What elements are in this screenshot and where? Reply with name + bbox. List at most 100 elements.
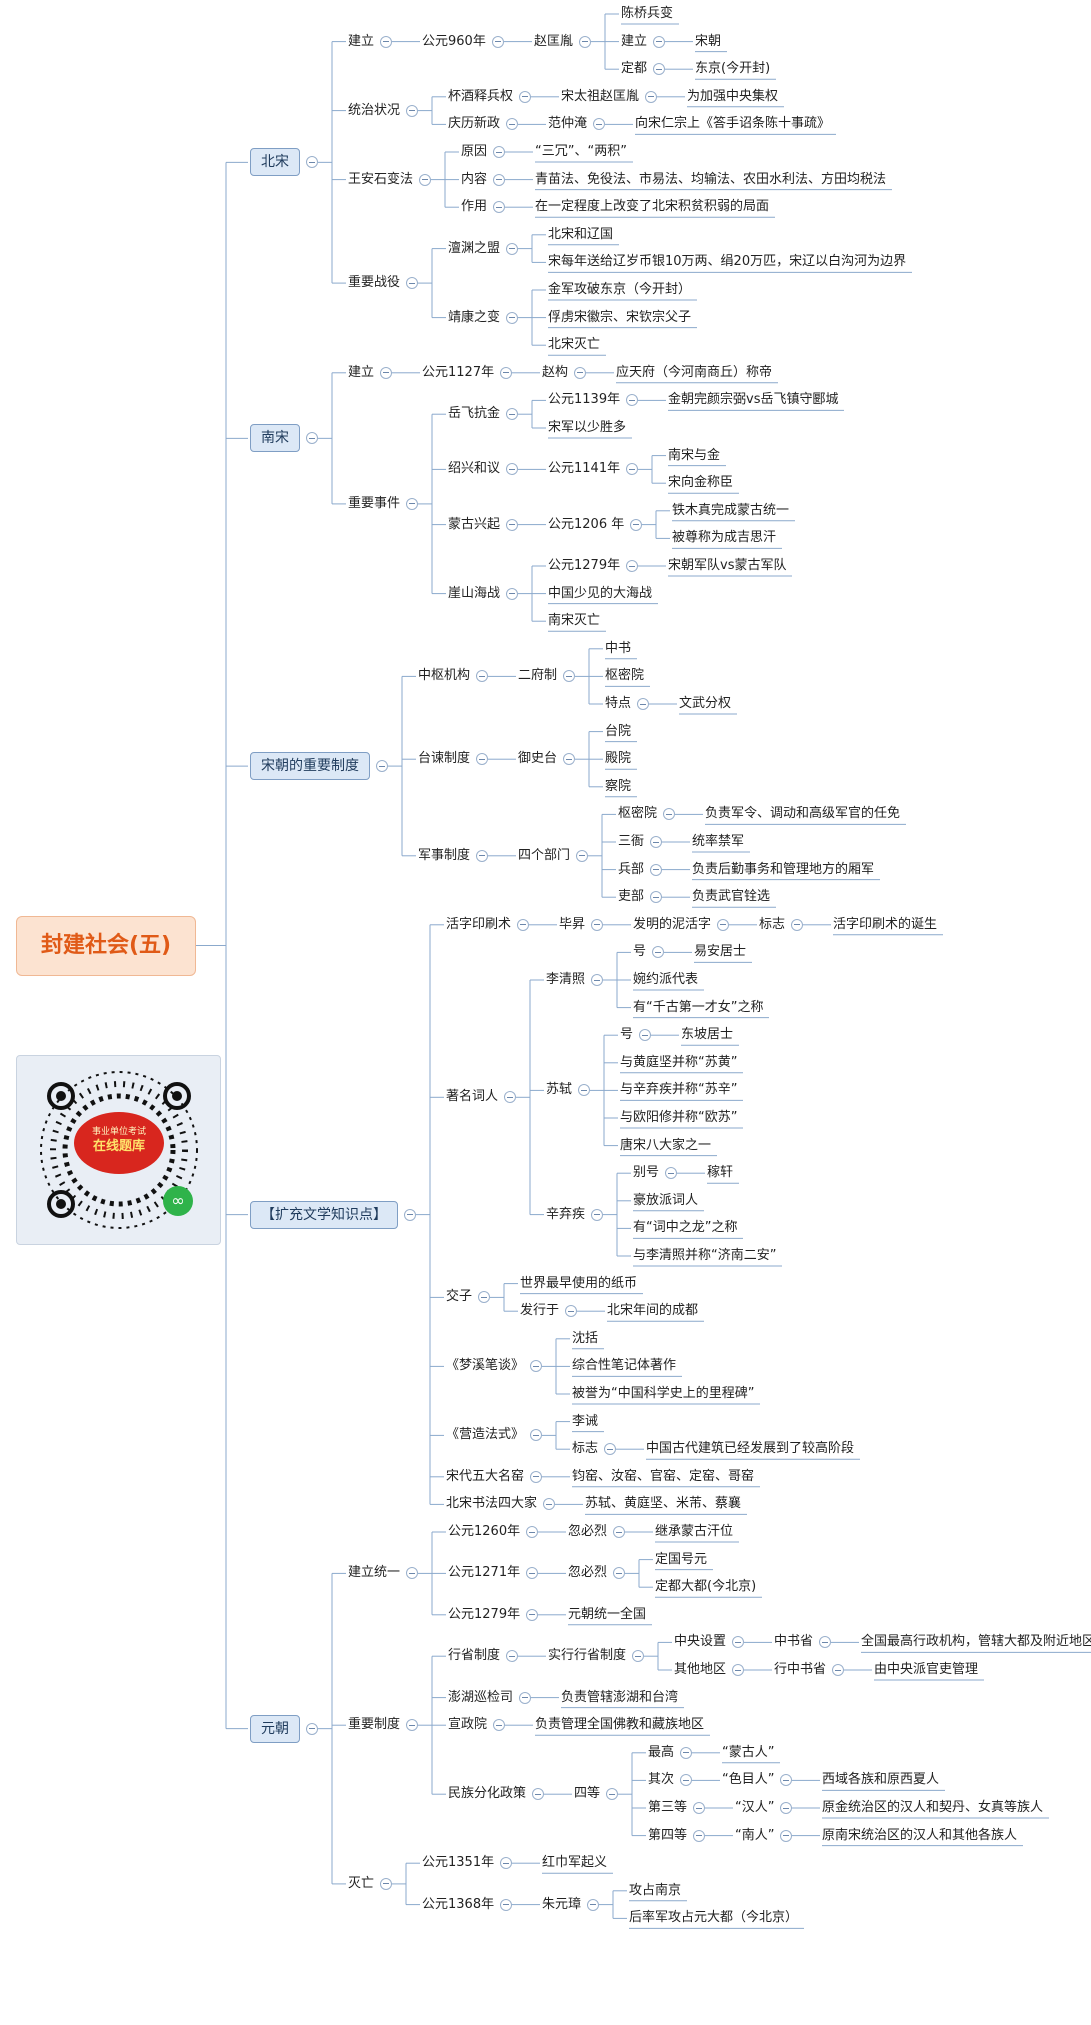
topic-node[interactable]: 澎湖巡检司	[448, 1689, 514, 1705]
topic-node[interactable]: 红巾军起义	[542, 1855, 608, 1871]
topic-node[interactable]: 实行行省制度	[548, 1648, 627, 1664]
collapse-toggle[interactable]	[530, 1429, 542, 1442]
topic-node[interactable]: 建立	[348, 33, 375, 49]
topic-node[interactable]: 宋向金称臣	[668, 475, 734, 491]
collapse-toggle[interactable]	[653, 35, 665, 48]
topic-node[interactable]: 统治状况	[348, 102, 401, 118]
topic-node[interactable]: 建立统一	[348, 1565, 401, 1581]
topic-node[interactable]: 定国号元	[655, 1551, 708, 1567]
collapse-toggle[interactable]	[506, 587, 518, 600]
collapse-toggle[interactable]	[639, 1029, 651, 1042]
collapse-toggle[interactable]	[406, 497, 418, 510]
topic-node[interactable]: 李诫	[572, 1413, 599, 1429]
topic-node[interactable]: 唐宋八大家之一	[620, 1137, 712, 1153]
topic-node[interactable]: 被誉为“中国科学史上的里程碑”	[572, 1386, 755, 1401]
topic-node[interactable]: 北宋和辽国	[548, 226, 614, 242]
collapse-toggle[interactable]	[637, 698, 649, 710]
topic-node[interactable]: 第三等	[648, 1800, 688, 1815]
topic-node[interactable]: 四个部门	[518, 847, 571, 863]
topic-node[interactable]: 东坡居士	[681, 1027, 734, 1043]
topic-node[interactable]: 枢密院	[618, 806, 658, 822]
topic-node[interactable]: 中国古代建筑已经发展到了较高阶段	[646, 1441, 855, 1457]
collapse-toggle[interactable]	[717, 918, 729, 931]
topic-node[interactable]: 辛弃疾	[546, 1206, 586, 1222]
collapse-toggle[interactable]	[563, 753, 575, 766]
collapse-toggle[interactable]	[506, 311, 518, 324]
topic-node[interactable]: 定都大都(今北京)	[655, 1579, 757, 1595]
collapse-toggle[interactable]	[500, 1898, 512, 1911]
collapse-toggle[interactable]	[493, 201, 505, 214]
collapse-toggle[interactable]	[780, 1774, 792, 1787]
topic-node[interactable]: 公元1271年	[448, 1565, 521, 1581]
collapse-toggle[interactable]	[630, 518, 642, 531]
section-topic[interactable]: 宋朝的重要制度	[250, 752, 370, 781]
topic-node[interactable]: 交子	[446, 1289, 473, 1305]
collapse-toggle[interactable]	[579, 35, 591, 48]
topic-node[interactable]: 重要战役	[348, 275, 401, 291]
topic-node[interactable]: 宋朝	[695, 33, 722, 49]
collapse-toggle[interactable]	[493, 1719, 505, 1732]
topic-node[interactable]: 赵构	[542, 364, 569, 380]
topic-node[interactable]: 苏轼、黄庭坚、米芾、蔡襄	[585, 1496, 742, 1512]
collapse-toggle[interactable]	[478, 1291, 490, 1304]
topic-node[interactable]: “色目人”	[722, 1772, 775, 1788]
collapse-toggle[interactable]	[500, 1857, 512, 1870]
collapse-toggle[interactable]	[519, 1691, 531, 1704]
topic-node[interactable]: 朱元璋	[542, 1896, 582, 1912]
topic-node[interactable]: 靖康之变	[448, 309, 501, 325]
topic-node[interactable]: 三衙	[618, 834, 645, 849]
topic-node[interactable]: 吏部	[618, 889, 645, 905]
topic-node[interactable]: 原南宋统治区的汉人和其他各族人	[822, 1827, 1018, 1843]
topic-node[interactable]: 灭亡	[348, 1875, 375, 1891]
collapse-toggle[interactable]	[591, 918, 603, 931]
topic-node[interactable]: 金朝完颜宗弼vs岳飞镇守郾城	[668, 392, 839, 408]
collapse-toggle[interactable]	[492, 35, 504, 48]
collapse-toggle[interactable]	[565, 1305, 577, 1318]
collapse-toggle[interactable]	[526, 1567, 538, 1580]
collapse-toggle[interactable]	[732, 1636, 744, 1649]
topic-node[interactable]: 负责后勤事务和管理地方的厢军	[692, 861, 875, 877]
collapse-toggle[interactable]	[832, 1664, 844, 1676]
topic-node[interactable]: 攻占南京	[629, 1882, 682, 1898]
topic-node[interactable]: 有“千古第一才女”之称	[633, 999, 764, 1015]
collapse-toggle[interactable]	[306, 1722, 318, 1735]
collapse-toggle[interactable]	[626, 463, 638, 476]
collapse-toggle[interactable]	[506, 463, 518, 476]
topic-node[interactable]: 内容	[461, 171, 488, 187]
collapse-toggle[interactable]	[606, 1788, 618, 1801]
collapse-toggle[interactable]	[543, 1498, 555, 1511]
topic-node[interactable]: 宋代五大名窑	[446, 1468, 525, 1484]
collapse-toggle[interactable]	[693, 1802, 705, 1814]
collapse-toggle[interactable]	[500, 366, 512, 379]
topic-node[interactable]: 标志	[572, 1441, 599, 1457]
collapse-toggle[interactable]	[476, 849, 488, 862]
topic-node[interactable]: 俘虏宋徽宗、宋钦宗父子	[548, 309, 692, 325]
collapse-toggle[interactable]	[591, 974, 603, 986]
topic-node[interactable]: 公元1139年	[548, 392, 621, 408]
topic-node[interactable]: 在一定程度上改变了北宋积贫积弱的局面	[535, 199, 770, 215]
collapse-toggle[interactable]	[493, 173, 505, 186]
topic-node[interactable]: 第四等	[648, 1827, 688, 1843]
topic-node[interactable]: 李清照	[546, 972, 586, 987]
section-topic[interactable]: 元朝	[250, 1714, 300, 1743]
collapse-toggle[interactable]	[593, 118, 605, 131]
topic-node[interactable]: 行省制度	[448, 1648, 501, 1664]
topic-node[interactable]: 杯酒释兵权	[448, 88, 514, 104]
topic-node[interactable]: 中书省	[774, 1634, 814, 1650]
topic-node[interactable]: 综合性笔记体著作	[572, 1358, 677, 1374]
collapse-toggle[interactable]	[476, 670, 488, 683]
topic-node[interactable]: 号	[620, 1027, 634, 1043]
topic-node[interactable]: 毕昇	[559, 916, 586, 932]
root-topic[interactable]: 封建社会(五)	[16, 915, 197, 976]
topic-node[interactable]: 忽必烈	[568, 1524, 608, 1539]
topic-node[interactable]: 公元1351年	[422, 1855, 495, 1871]
topic-node[interactable]: 最高	[648, 1744, 675, 1760]
topic-node[interactable]: 中央设置	[674, 1634, 727, 1650]
collapse-toggle[interactable]	[578, 1084, 590, 1097]
topic-node[interactable]: 婉约派代表	[633, 972, 699, 987]
topic-node[interactable]: 御史台	[518, 751, 558, 767]
collapse-toggle[interactable]	[791, 918, 803, 931]
collapse-toggle[interactable]	[591, 1208, 603, 1221]
topic-node[interactable]: 与辛弃疾并称“苏辛”	[620, 1082, 738, 1098]
topic-node[interactable]: 宋太祖赵匡胤	[561, 88, 640, 104]
